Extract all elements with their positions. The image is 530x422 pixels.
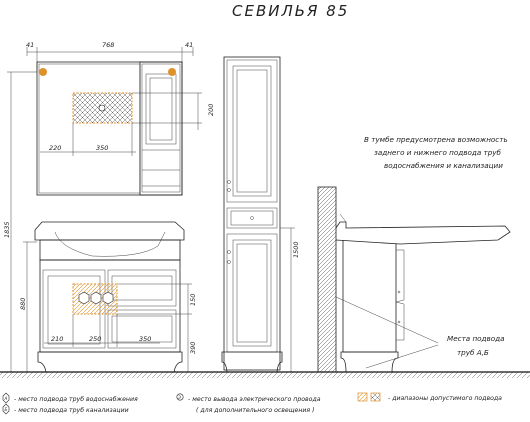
pipes-label-line-1: Места подвода xyxy=(447,334,505,343)
dim-total-height: 1835 xyxy=(3,221,11,238)
dim-pipe-right: 350 xyxy=(139,335,151,343)
wall-section xyxy=(317,186,337,373)
drawing-title: СЕВИЛЬЯ 85 xyxy=(232,2,349,20)
dim-pipe-left: 210 xyxy=(51,335,63,343)
pipe-a-marker-icon xyxy=(78,291,90,305)
legend-a-text: - место подвода труб водоснабжения xyxy=(14,395,138,403)
legend-b-text: - место подвода труб канализации xyxy=(14,406,129,414)
note-line-2: заднего и нижнего подвода труб xyxy=(374,148,502,157)
dim-mirror-width: 768 xyxy=(102,41,114,49)
legend-b-marker: Б xyxy=(5,407,8,412)
pipe-b2-marker-icon xyxy=(102,291,114,305)
lamp-left-icon xyxy=(39,68,47,76)
total-height-dimension: 1835 880 xyxy=(3,71,37,372)
side-view: Места подвода труб А,Б xyxy=(317,186,511,373)
tower-handle-icon xyxy=(227,250,231,254)
tower-handle-icon xyxy=(227,180,231,184)
legend-a-icon xyxy=(2,392,10,404)
tower-handle-icon xyxy=(250,216,254,220)
dim-tower-height: 1500 xyxy=(292,241,300,258)
dim-pipe-height: 390 xyxy=(189,342,197,354)
tower-cabinet: 1500 xyxy=(221,56,300,373)
dim-right-margin: 41 xyxy=(185,41,193,49)
dim-left-margin: 41 xyxy=(26,41,34,49)
legend-zone-icon xyxy=(357,392,368,402)
top-dimension: 41 768 41 xyxy=(26,41,193,72)
legend-b-icon xyxy=(2,403,10,415)
floor-line xyxy=(0,371,530,378)
tower-handle-icon xyxy=(227,260,231,264)
legend-e-text-1: - место вывода электрического провода xyxy=(188,396,321,403)
dim-pipe-width: 250 xyxy=(89,335,101,343)
installation-note: В тумбе предусмотрена возможность заднег… xyxy=(364,135,508,170)
sink-vanity: 210 250 350 150 390 xyxy=(34,221,197,373)
side-handle-icon xyxy=(397,320,401,324)
dim-pipe-zone-height: 150 xyxy=(189,294,197,306)
mirror-cabinet: 220 350 200 xyxy=(36,61,215,196)
dim-cabinet-height: 880 xyxy=(19,298,27,310)
legend: A - место подвода труб водоснабжения Б -… xyxy=(2,392,502,415)
dim-mirror-drop: 200 xyxy=(207,104,215,116)
note-line-3: водоснабжения и канализации xyxy=(384,161,503,170)
pipe-b-marker-icon xyxy=(90,291,102,305)
tower-handle-icon xyxy=(227,188,231,192)
pipes-label-line-2: труб А,Б xyxy=(457,348,489,357)
dim-socket-width: 350 xyxy=(96,144,108,152)
legend-zone-cross-icon xyxy=(370,392,381,402)
side-handle-icon xyxy=(397,290,401,294)
lamp-right-icon xyxy=(168,68,176,76)
legend-a-marker: A xyxy=(4,396,8,401)
socket-marker-icon xyxy=(98,104,106,112)
legend-e-marker: Э xyxy=(177,395,181,400)
legend-e-icon xyxy=(176,393,184,401)
legend-e-text-2: ( для дополнительного освещения ) xyxy=(196,407,315,414)
legend-zone-text: - диапазоны допустимого подвода xyxy=(388,395,502,402)
dim-socket-left: 220 xyxy=(49,144,61,152)
note-line-1: В тумбе предусмотрена возможность xyxy=(364,135,508,144)
